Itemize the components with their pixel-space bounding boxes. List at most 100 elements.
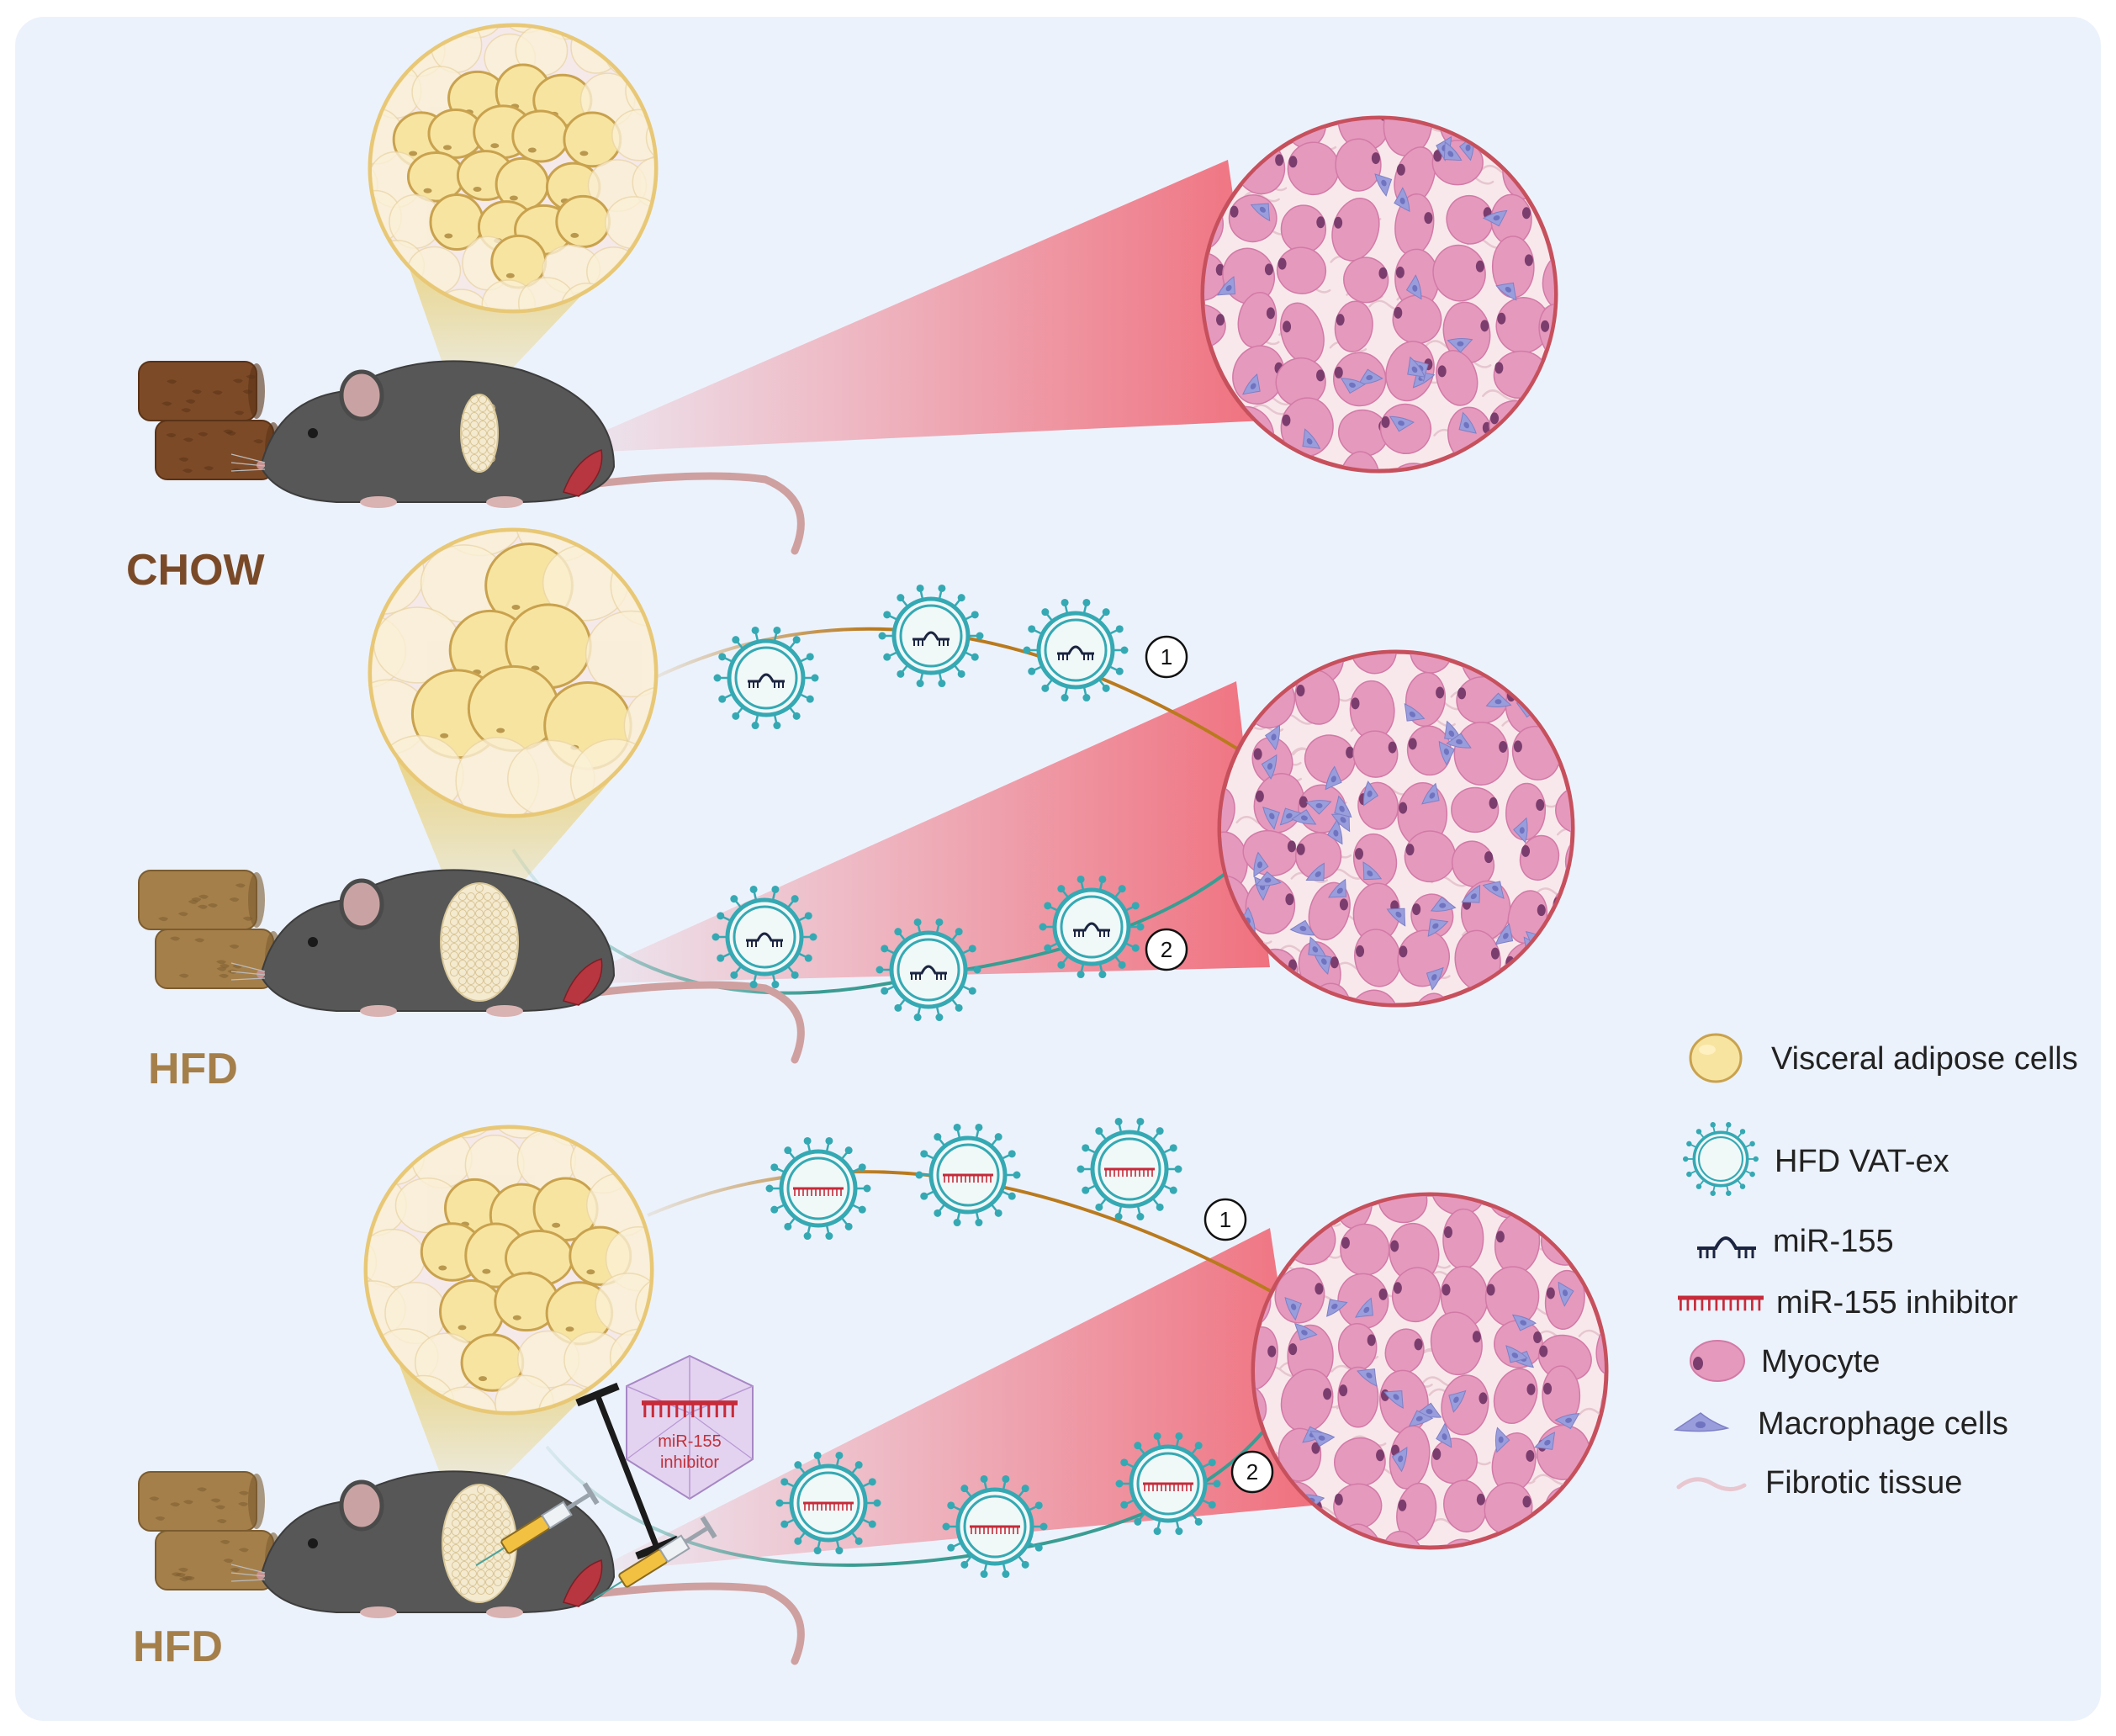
macrophage-cell — [1438, 740, 1456, 766]
myocyte-cell — [1391, 1267, 1442, 1323]
adipose-cell — [539, 27, 591, 40]
legend-label-myocyte: Myocyte — [1761, 1344, 1880, 1379]
myocyte-cell — [1255, 1326, 1278, 1390]
macrophage-cell — [1443, 141, 1463, 161]
myocyte-cell — [1436, 350, 1479, 406]
myocyte-cell — [1382, 1530, 1426, 1546]
pathway-2-inhibitor — [545, 1353, 1310, 1567]
macrophage-cell — [1262, 807, 1281, 830]
macrophage-cell — [1446, 733, 1472, 749]
macrophage-cell — [1391, 1446, 1408, 1473]
hindlimb-muscle — [563, 958, 603, 1006]
macrophage-cell — [1293, 1322, 1318, 1341]
exosome-particles — [712, 584, 1221, 1579]
macrophage-cell — [1326, 819, 1343, 845]
myocyte-cell — [1430, 1311, 1483, 1376]
macrophage-cell — [1407, 356, 1426, 378]
mouse-eye — [308, 1538, 318, 1548]
fibrotic-tissue-icon — [1676, 1477, 1747, 1491]
macrophage-cell — [1448, 1389, 1467, 1413]
macrophage-cell — [1305, 862, 1325, 881]
mouse-ear — [339, 369, 384, 421]
adipose-cell — [432, 1129, 500, 1139]
group-label-hfd: HFD — [148, 1045, 238, 1093]
myocyte-cell — [1453, 721, 1509, 786]
mouse-ear — [339, 878, 384, 930]
adipose-cell — [635, 1275, 650, 1337]
mice — [138, 360, 805, 1665]
macrophage-cell — [1250, 203, 1271, 222]
macrophage-cell — [1436, 1422, 1452, 1448]
legend: Visceral adipose cells HFD VAT-ex miR-15… — [1673, 1033, 2078, 1500]
macrophage-cell — [1309, 1431, 1336, 1448]
mouse-eye — [308, 428, 318, 438]
myocyte-cell — [1304, 734, 1356, 784]
macrophage-icon — [1673, 1412, 1730, 1432]
macrophage-cell — [1357, 368, 1383, 385]
pathway-marker-label: 2 — [1161, 937, 1172, 962]
macrophage-cell — [1279, 807, 1304, 826]
macrophage-cell — [1253, 851, 1269, 878]
pathway-marker-label: 1 — [1161, 644, 1172, 670]
myocyte-cell — [1431, 1437, 1478, 1485]
myocyte-cell — [1389, 1425, 1431, 1490]
macrophage-cell — [1408, 1410, 1434, 1427]
inhibitor-polyhedron-line1: miR-155 — [658, 1432, 722, 1451]
inhibitor-polyhedron: miR-155 inhibitor — [626, 1354, 754, 1500]
exosome — [765, 1136, 871, 1241]
exosome — [915, 1123, 1021, 1227]
macrophage-cell — [1357, 1368, 1378, 1387]
macrophage-cell — [1255, 871, 1282, 887]
macrophage-cell — [1427, 918, 1449, 937]
macrophage-cell — [1261, 754, 1278, 780]
pathway-marker-label: 1 — [1219, 1207, 1231, 1232]
exosome — [712, 885, 817, 989]
macrophage-cell — [1495, 282, 1517, 301]
mouse-hfd — [138, 869, 805, 1064]
myocyte-cell — [1432, 244, 1486, 302]
myocyte-cell — [1334, 300, 1373, 352]
macrophage-cell — [1558, 1281, 1574, 1307]
myocyte-cell — [1276, 246, 1327, 294]
macrophage-cell — [1355, 1297, 1373, 1318]
macrophage-cell — [1328, 878, 1346, 898]
muscle-zoom-cone-chow — [551, 160, 1266, 454]
macrophage-cell — [1308, 936, 1326, 957]
group-label-chow: CHOW — [126, 546, 266, 595]
exosome — [1023, 598, 1129, 702]
macrophage-cell — [1264, 724, 1281, 751]
myocyte-cell — [1437, 1538, 1486, 1546]
legend-label-macrophage: Macrophage cells — [1758, 1406, 2008, 1442]
macrophage-cell — [1485, 692, 1512, 707]
macrophage-cell — [1242, 373, 1261, 395]
syringe-fat-injection — [475, 1482, 600, 1567]
exosome — [875, 918, 981, 1022]
macrophage-cell — [1374, 173, 1393, 197]
exosome — [775, 1451, 881, 1555]
macrophage-cell — [1362, 781, 1379, 807]
myocyte-cell — [1564, 830, 1571, 887]
legend-label-inhibitor: miR-155 inhibitor — [1776, 1285, 2018, 1321]
macrophage-cell — [1404, 702, 1426, 722]
macrophage-cell — [1511, 1314, 1537, 1331]
macrophage-cell — [1326, 1299, 1348, 1317]
exosome — [878, 584, 984, 688]
myocyte-cell — [1340, 1223, 1390, 1276]
pathway-marker-2-hfd: 2 — [1145, 928, 1188, 971]
adipose-cell — [511, 109, 570, 163]
myocyte-cell — [1337, 1366, 1379, 1428]
mir155-inhibitor-icon — [1678, 1295, 1764, 1311]
adipose-cell — [632, 156, 654, 209]
macrophage-cell — [1513, 817, 1528, 844]
mouse-eye — [308, 937, 318, 947]
macrophage-cell — [1461, 884, 1481, 903]
exosome — [1077, 1117, 1182, 1221]
syringe-muscle-injection — [593, 1516, 717, 1601]
myocyte-cell — [1451, 786, 1500, 834]
myocyte-cell — [1352, 730, 1399, 778]
macrophage-cell — [1362, 861, 1383, 881]
mir155-inhibitor-strand — [642, 1400, 738, 1418]
macrophage-cell — [1289, 919, 1315, 936]
